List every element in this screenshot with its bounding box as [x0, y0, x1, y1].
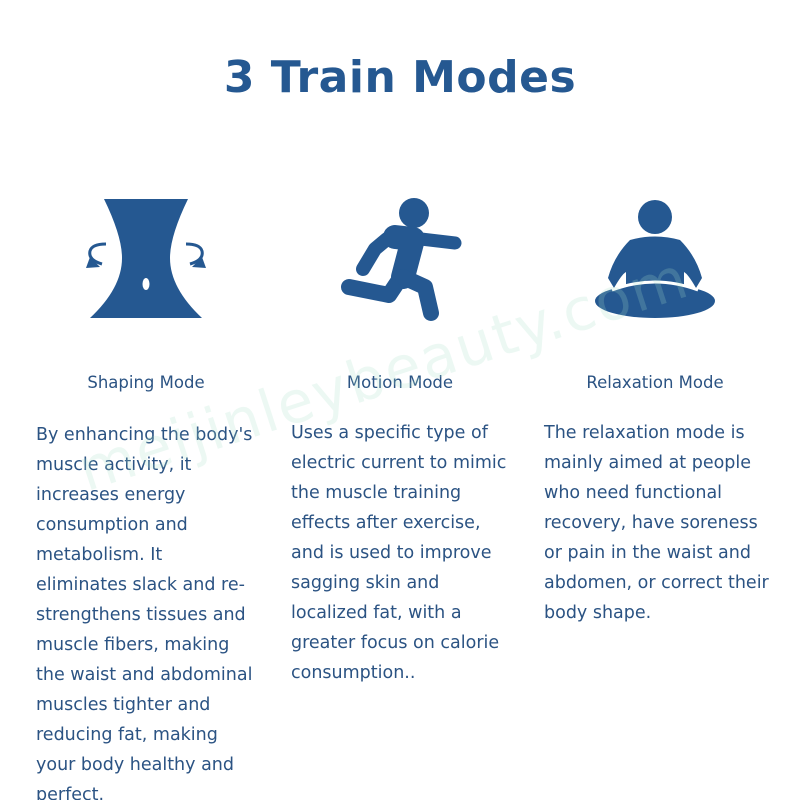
- mode-description-motion: Uses a specific type of electric current…: [291, 423, 507, 683]
- mode-title-motion: Motion Mode: [346, 373, 454, 392]
- meditating-person-icon: [592, 198, 722, 323]
- mode-description-shaping: By enhancing the body's muscle activity,…: [36, 425, 253, 800]
- mode-description-relaxation: The relaxation mode is mainly aimed at p…: [544, 423, 769, 623]
- waist-shaping-icon: [80, 196, 215, 321]
- mode-title-shaping: Shaping Mode: [87, 373, 205, 392]
- running-person-icon: [335, 195, 470, 325]
- page-title: 3 Train Modes: [223, 52, 577, 103]
- mode-title-relaxation: Relaxation Mode: [586, 373, 724, 392]
